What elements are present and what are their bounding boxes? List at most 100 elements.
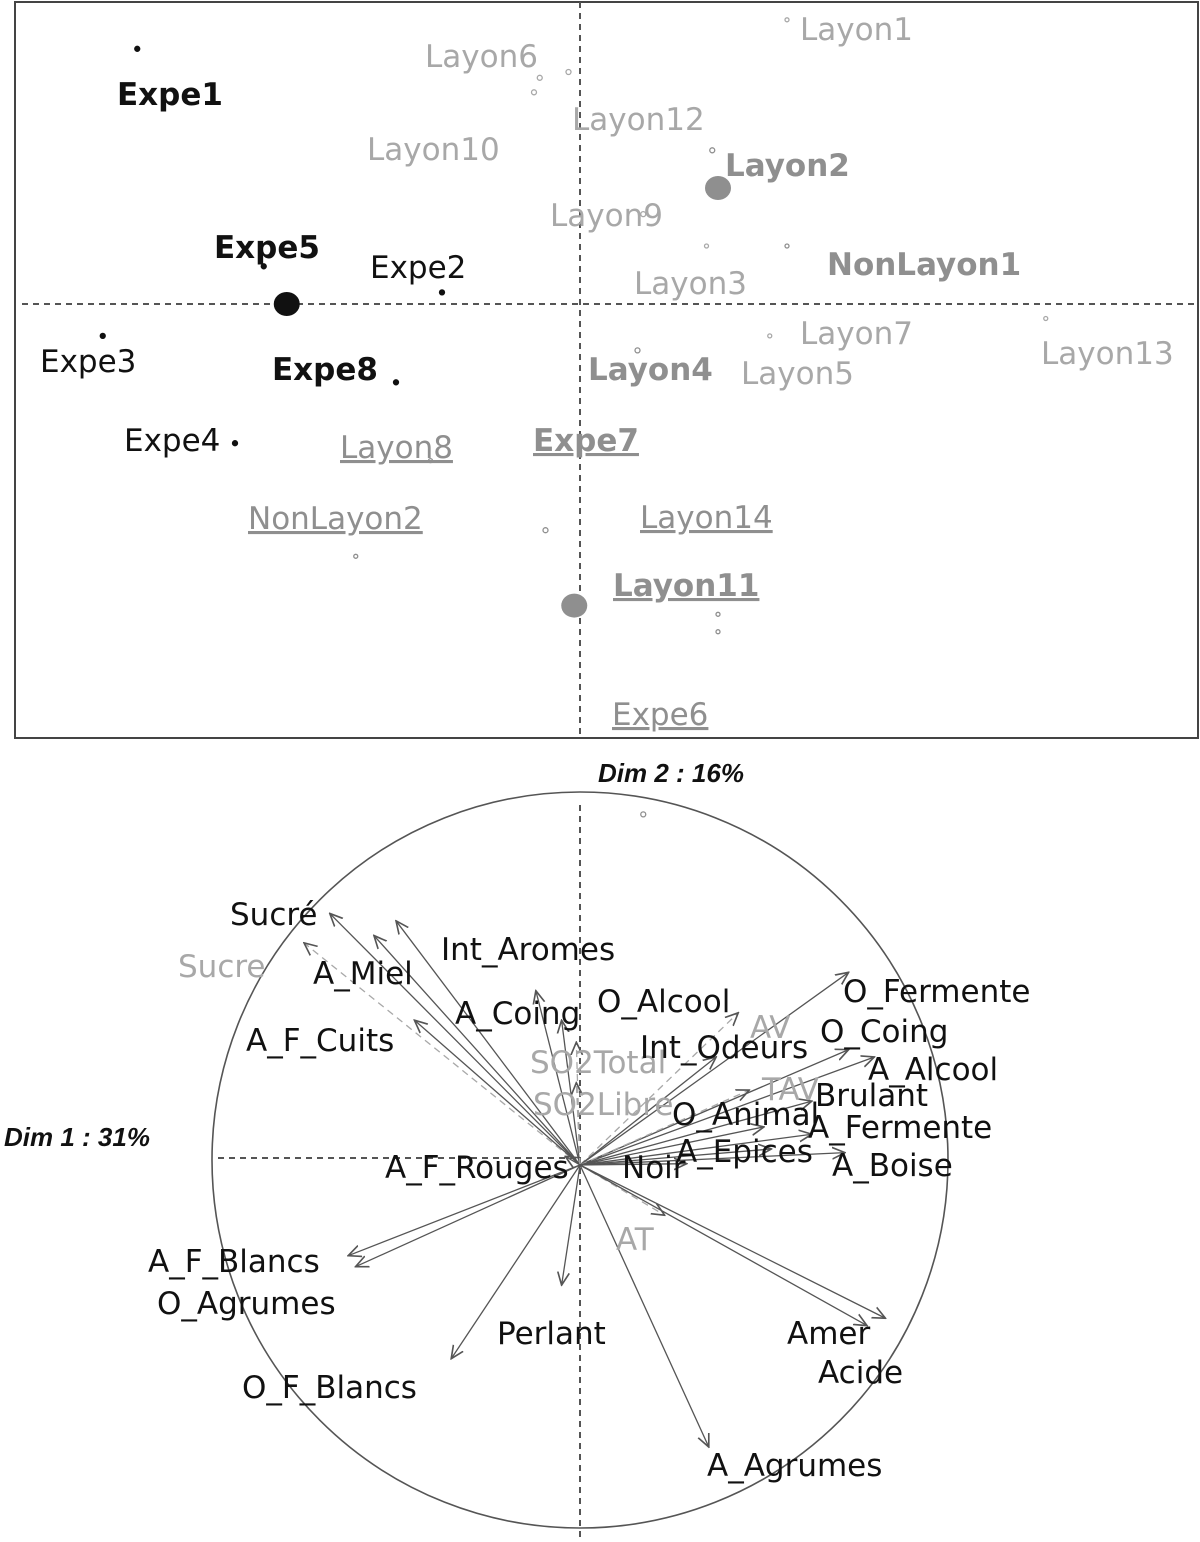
point-layon7 <box>767 333 773 339</box>
point-nonlayon1 <box>784 243 790 249</box>
point-layon13 <box>1043 315 1049 322</box>
variable-label-o-fermente: O_Fermente <box>843 974 1030 1010</box>
unit-circle <box>211 791 949 1529</box>
point-layon14 <box>715 611 721 617</box>
point-expe4 <box>231 440 239 447</box>
variable-label-brulant: Brulant <box>815 1078 928 1114</box>
point-expe6 <box>640 811 647 818</box>
point-layon9 <box>640 210 647 218</box>
dim1-axis-title: Dim 1 : 31% <box>4 1122 150 1152</box>
point-layon12 <box>565 68 572 76</box>
variable-label-int-aromes: Int_Aromes <box>441 932 615 968</box>
variable-label-o-animal: O_Animal <box>672 1097 819 1133</box>
arrow-a-miel <box>374 936 581 1166</box>
point-label-expe3: Expe3 <box>40 344 136 380</box>
variable-label-tav: TAV <box>761 1072 819 1108</box>
arrow-a-boise <box>579 1153 845 1166</box>
arrow-tav <box>579 1090 749 1166</box>
variable-label-noir: Noir <box>622 1150 686 1186</box>
variable-label-perlant: Perlant <box>497 1316 606 1352</box>
point-label-expe6: Expe6 <box>612 697 708 733</box>
arrow-av <box>579 1013 738 1166</box>
variable-label-a-epices: A_Epices <box>676 1134 813 1170</box>
arrow-a-f-blancs <box>348 1164 581 1256</box>
point-label-nonlayon1: NonLayon1 <box>827 247 1021 283</box>
arrow-so2libre <box>576 1083 580 1166</box>
variable-label-amer: Amer <box>787 1316 870 1352</box>
point-layon8 <box>427 457 434 464</box>
variable-label-a-agrumes: A_Agrumes <box>707 1448 882 1484</box>
point-label-nonlayon2: NonLayon2 <box>248 501 423 537</box>
point-layon4 <box>634 347 641 354</box>
point-label-layon10: Layon10 <box>367 132 500 168</box>
point-label-layon2: Layon2 <box>725 148 850 184</box>
arrow-a-fermente <box>579 1134 812 1166</box>
dim2-axis-title: Dim 2 : 16% <box>598 758 744 788</box>
variable-label-o-coing: O_Coing <box>820 1014 948 1050</box>
point-label-layon12: Layon12 <box>572 102 705 138</box>
variable-label-a-f-cuits: A_F_Cuits <box>246 1023 394 1059</box>
point-label-layon3: Layon3 <box>634 266 747 302</box>
point-layon3 <box>703 243 710 249</box>
point-layon1 <box>784 17 790 23</box>
arrow-o-agrumes <box>356 1164 581 1267</box>
point-label-layon6: Layon6 <box>425 39 538 75</box>
variable-label-a-f-rouges: A_F_Rouges <box>385 1150 569 1186</box>
point-expe2 <box>438 289 446 296</box>
arrow-a-epices <box>579 1149 771 1166</box>
arrow-perlant <box>562 1164 581 1285</box>
arrow-a-agrumes <box>579 1164 709 1447</box>
point-expe1 <box>134 45 141 52</box>
arrow-int-odeurs <box>579 1057 716 1166</box>
point-label-expe2: Expe2 <box>370 250 466 286</box>
arrow-a-alcool <box>579 1057 874 1166</box>
variable-label-a-miel: A_Miel <box>313 956 413 992</box>
variable-label-int-odeurs: Int_Odeurs <box>640 1030 808 1066</box>
variable-label-o-alcool: O_Alcool <box>597 984 730 1020</box>
point-label-layon1: Layon1 <box>800 12 913 48</box>
point-label-layon8: Layon8 <box>340 430 453 466</box>
arrow-a-coing <box>536 991 581 1166</box>
point-expe3 <box>99 332 106 340</box>
point-layon10 <box>530 89 538 96</box>
variable-label-av: AV <box>750 1010 790 1046</box>
arrow-o-animal <box>579 1127 764 1166</box>
point-layon11 <box>715 629 721 635</box>
arrow-a-f-cuits <box>414 1020 581 1166</box>
arrow-int-aromes <box>396 921 581 1166</box>
point-label-expe5: Expe5 <box>214 230 320 266</box>
point-label-expe8: Expe8 <box>272 352 378 388</box>
arrow-so2total <box>576 1042 580 1166</box>
variable-label-at: AT <box>616 1222 655 1258</box>
arrow-noir <box>579 1164 687 1165</box>
point-expe5 <box>260 263 267 270</box>
group-centroid-1 <box>273 292 300 316</box>
variable-label-sucre: Sucre <box>178 949 266 985</box>
point-layon2 <box>709 147 716 154</box>
variable-label-so2total: SO2Total <box>530 1045 666 1081</box>
variable-label-a-alcool: A_Alcool <box>868 1052 998 1088</box>
arrow-amer <box>579 1164 885 1318</box>
point-expe7 <box>542 527 549 534</box>
variable-label-so2libre: SO2Libre <box>533 1087 674 1123</box>
variable-label-a-boise: A_Boise <box>832 1148 953 1184</box>
point-layon6 <box>536 74 543 81</box>
point-nonlayon2 <box>353 553 359 559</box>
point-label-layon4: Layon4 <box>588 352 713 388</box>
group-centroid-3 <box>561 593 588 618</box>
point-label-layon11: Layon11 <box>613 568 759 604</box>
variable-label-o-f-blancs: O_F_Blancs <box>242 1370 417 1406</box>
variable-label-sucr: Sucré <box>230 897 318 933</box>
group-centroid-2 <box>705 176 731 200</box>
arrow-sucr <box>330 913 581 1166</box>
variable-label-o-agrumes: O_Agrumes <box>157 1286 336 1322</box>
point-label-layon5: Layon5 <box>741 356 854 392</box>
arrow-a-f-rouges <box>565 1156 581 1165</box>
panel-frame <box>14 1 1199 739</box>
point-label-expe1: Expe1 <box>117 77 223 113</box>
point-label-layon13: Layon13 <box>1041 336 1174 372</box>
point-label-expe4: Expe4 <box>124 423 220 459</box>
